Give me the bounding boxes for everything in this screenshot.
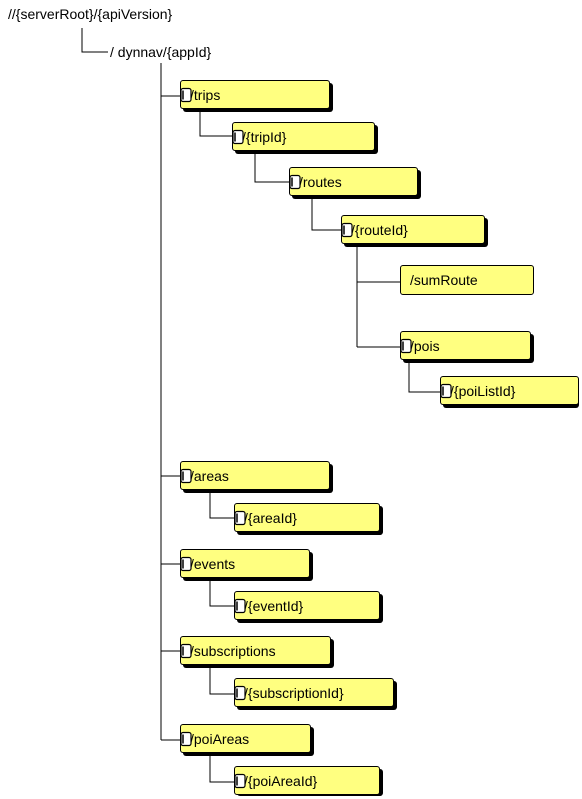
- node-label: /pois: [410, 337, 440, 354]
- document-icon: [180, 468, 192, 483]
- node-label: /{tripId}: [242, 128, 287, 145]
- document-icon: [232, 129, 244, 144]
- document-icon: [234, 773, 246, 788]
- document-icon: [400, 338, 412, 353]
- node-subscriptionId[interactable]: /{subscriptionId}: [234, 678, 397, 710]
- node-subscriptions[interactable]: /subscriptions: [180, 636, 334, 668]
- node-poiAreaId[interactable]: /{poiAreaId}: [234, 766, 383, 796]
- node-label: /sumRoute: [410, 272, 478, 288]
- node-areas[interactable]: /areas: [180, 461, 333, 493]
- document-icon: [180, 731, 192, 746]
- node-pois[interactable]: /pois: [400, 331, 534, 363]
- document-icon: [180, 87, 192, 102]
- node-label: /trips: [190, 86, 221, 103]
- document-icon: [234, 510, 246, 525]
- node-label: /areas: [190, 467, 229, 484]
- document-icon: [234, 685, 246, 700]
- connector-root-app: [81, 28, 108, 53]
- document-icon: [180, 643, 192, 658]
- node-trips[interactable]: /trips: [180, 80, 333, 112]
- node-poiListId[interactable]: /{poiListId}: [440, 376, 579, 408]
- node-label: /{poiAreaId}: [244, 772, 318, 789]
- root-path-label: //{serverRoot}/{apiVersion}: [8, 6, 173, 22]
- node-label: /{routeId}: [351, 221, 408, 238]
- app-path-label: / dynnav/{appId}: [110, 44, 212, 60]
- node-label: /{subscriptionId}: [244, 684, 344, 701]
- node-sumRoute[interactable]: /sumRoute: [400, 265, 534, 295]
- node-events[interactable]: /events: [180, 549, 313, 581]
- node-label: /{poiListId}: [450, 382, 516, 399]
- node-label: /events: [190, 555, 236, 572]
- node-eventId[interactable]: /{eventId}: [234, 591, 383, 623]
- node-label: /routes: [299, 173, 342, 190]
- node-label: /{eventId}: [244, 597, 304, 614]
- document-icon: [289, 174, 301, 189]
- node-label: /poiAreas: [190, 730, 250, 747]
- node-areaId[interactable]: /{areaId}: [234, 503, 383, 535]
- node-routeId[interactable]: /{routeId}: [341, 215, 488, 247]
- document-icon: [341, 222, 353, 237]
- node-poiAreas[interactable]: /poiAreas: [180, 724, 314, 756]
- node-label: /subscriptions: [190, 642, 276, 659]
- document-icon: [180, 556, 192, 571]
- node-tripId[interactable]: /{tripId}: [232, 122, 378, 154]
- document-icon: [440, 383, 452, 398]
- node-routes[interactable]: /routes: [289, 167, 421, 199]
- node-label: /{areaId}: [244, 509, 297, 526]
- document-icon: [234, 598, 246, 613]
